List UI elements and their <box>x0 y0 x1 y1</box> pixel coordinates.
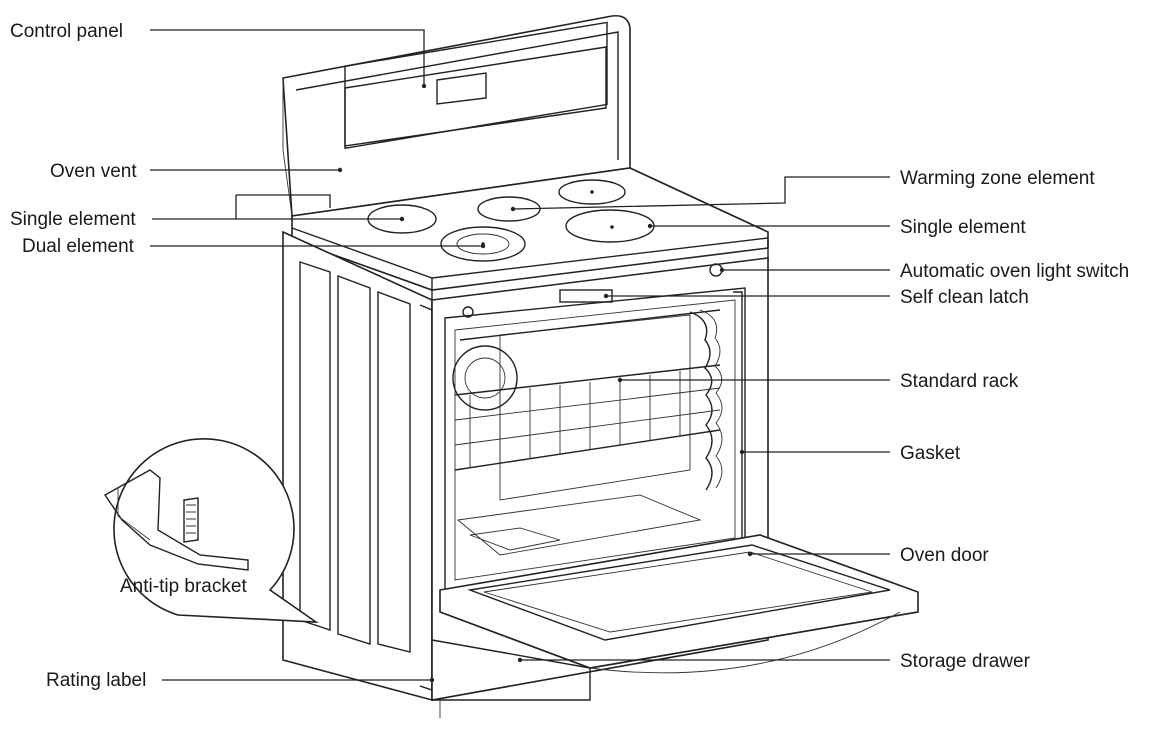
label-oven-door: Oven door <box>900 545 989 566</box>
label-storage-drawer: Storage drawer <box>900 651 1031 672</box>
storage-drawer-shape <box>431 639 591 718</box>
oven-door-shape <box>439 534 919 674</box>
label-dual-element: Dual element <box>22 236 135 257</box>
control-panel-shape <box>282 14 631 217</box>
label-automatic-oven-light-switch: Automatic oven light switch <box>900 261 1129 282</box>
label-control-panel: Control panel <box>10 21 123 42</box>
label-self-clean-latch: Self clean latch <box>900 287 1029 308</box>
bracket-shape <box>103 469 249 571</box>
label-standard-rack: Standard rack <box>900 371 1019 392</box>
anti-tip-bracket-inset <box>103 438 319 623</box>
standard-rack-shape <box>454 309 721 471</box>
label-single-element-left: Single element <box>10 209 136 230</box>
leader-warming-zone-element <box>512 176 890 210</box>
callout-labels: Control panel Oven vent Single element D… <box>10 21 1129 691</box>
leader-single-element-left <box>152 195 402 220</box>
label-single-element-right: Single element <box>900 217 1026 238</box>
leader-control-panel <box>150 29 425 86</box>
label-oven-vent: Oven vent <box>50 161 137 182</box>
label-rating-label: Rating label <box>46 670 146 691</box>
label-warming-zone-element: Warming zone element <box>900 168 1095 189</box>
oven-side-shape <box>282 230 433 702</box>
label-gasket: Gasket <box>900 443 961 464</box>
dual-element-shape <box>440 226 526 262</box>
label-anti-tip-bracket: Anti-tip bracket <box>120 576 247 597</box>
leader-lines <box>150 29 890 683</box>
